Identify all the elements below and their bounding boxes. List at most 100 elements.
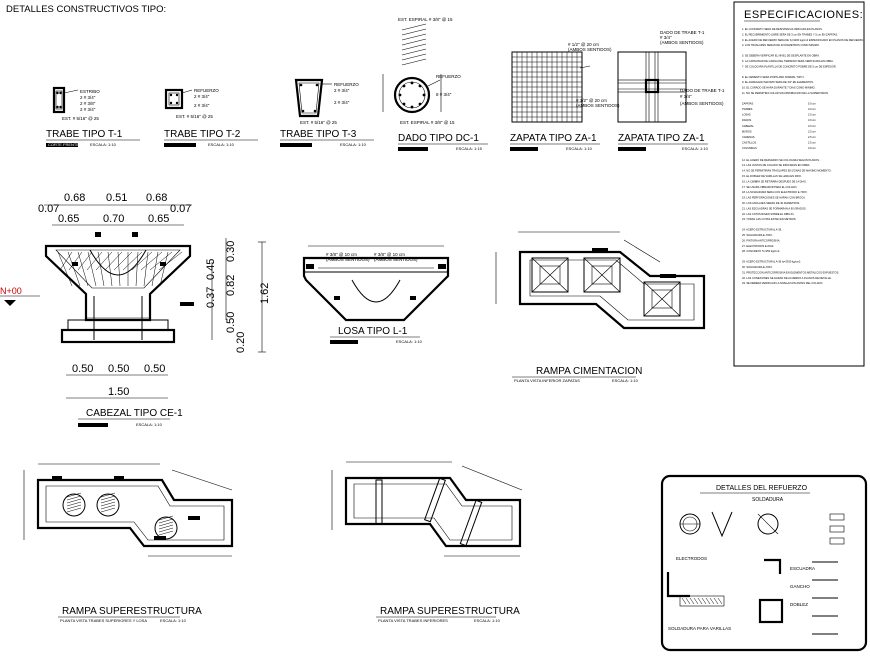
cab-dim-mid-3: 0.65	[148, 213, 169, 225]
hatch-line	[77, 251, 89, 287]
level-mark: N+00	[0, 286, 22, 296]
spec-table-label: DADOS	[742, 118, 751, 122]
hatch-line	[158, 518, 174, 524]
zapa-note-3: # 1/2" @ 20 cm	[576, 98, 607, 103]
spec-table-label: CASTILLOS	[742, 141, 757, 145]
t1-note-2: 2 # 3/4"	[80, 95, 96, 100]
dado-sub2: ESCALA: 1:15	[456, 146, 483, 151]
zapata-a-title: ZAPATA TIPO ZA-1	[510, 133, 597, 144]
rampa-cim-title: RAMPA CIMENTACION	[536, 366, 642, 377]
detail-trabe-t2: REFUERZO 2 # 3/4" 2 # 3/4" EST. # 5/16" …	[164, 88, 258, 147]
losa-note-1: # 3/8" @ 10 cm	[326, 252, 357, 257]
hatch-line	[113, 251, 133, 271]
hatch-line	[697, 597, 703, 605]
hatch-line	[87, 251, 97, 287]
spec-note: 15. EL DOBLEZ DE VARILLAS SE HARA EN FRI…	[742, 174, 802, 178]
hatch-line	[117, 251, 121, 287]
detail-zapata-za1-a: # 1/2" @ 20 cm (AMBOS SENTIDOS) # 1/2" @…	[510, 42, 620, 151]
spec-table-value: 3.0 cm	[808, 146, 816, 150]
refuerzo-label-3: ESCUADRA	[790, 566, 815, 571]
t2-note-2: 2 # 3/4"	[194, 94, 210, 99]
zapa-note-1: # 1/2" @ 20 cm	[568, 42, 599, 47]
hatch-line	[131, 251, 153, 271]
hatch-line	[681, 597, 687, 605]
hatch-line	[100, 501, 116, 507]
zapb-note-4: DADO DE TRABE T-1	[680, 88, 725, 93]
hatch-line	[140, 251, 163, 271]
hatch-line	[158, 521, 174, 527]
spec-note: 2. EL RECUBRIMIENTO LIBRE SERA DE 3 cm E…	[742, 32, 838, 36]
cab-dim-v6: 0.20	[235, 332, 247, 353]
rampa-cim-sub1: PLANTA VISTA INFERIOR ZAPATAS	[514, 378, 580, 383]
cab-dim-total: 1.50	[108, 386, 129, 398]
hatch-line	[104, 251, 123, 271]
cab-dim-mid-1: 0.65	[58, 213, 79, 225]
spec-note: 8. EL CEMENTO SERA PORTLAND NORMAL TIPO …	[742, 75, 805, 79]
spec-note: 26. PINTURA ANTICORROSIVA.	[742, 238, 780, 242]
spec-note: 17. SE USARA VIBRADOR PARA EL COLADO.	[742, 185, 797, 189]
hatch-line	[67, 251, 81, 287]
hatch-line	[158, 527, 174, 533]
hatch-line	[151, 251, 159, 287]
hatch-line	[97, 251, 105, 287]
spec-table-value: 3.0 cm	[808, 124, 816, 128]
spec-note: 24. ACERO ESTRUCTURAL A-36.	[742, 228, 782, 232]
hatch-line	[68, 251, 83, 271]
hatch-line	[158, 524, 174, 530]
t3-note-4: EST. # 5/16" @ 25	[300, 120, 337, 125]
hatch-line	[100, 507, 116, 513]
spec-note: 6. LA CAPACIDAD DE CARGA DEL TERRENO SER…	[742, 59, 834, 63]
cabezal-sub2: ESCALA: 1:10	[136, 422, 163, 427]
refuerzo-panel: DETALLES DEL REFUERZO SOLDADURA ELECTROD…	[660, 474, 868, 652]
spec-table-label: CADENAS	[742, 135, 755, 139]
spec-table-value: 2.5 cm	[808, 129, 816, 133]
cab-dim-v2: 0.30	[225, 241, 237, 262]
hatch-line	[66, 495, 82, 501]
refuerzo-title: DETALLES DEL REFUERZO	[716, 485, 808, 492]
zapa-note-4: (AMBOS SENTIDOS)	[576, 103, 620, 108]
spec-table-label: COLUMNAS	[742, 146, 757, 150]
spec-note: 3. EL ACERO DE REFUERZO SERA DE fy=4200 …	[742, 38, 864, 42]
spec-note: 1. EL CONCRETO SERA DE RESISTENCIA INDIC…	[742, 27, 823, 31]
cab-dim-edge-1: 0.07	[38, 203, 59, 215]
rampa-sup2-sub1: PLANTA VISTA TRABES INFERIORES	[378, 618, 448, 623]
cab-dim-bot-2: 0.50	[108, 363, 129, 375]
hatch-line	[57, 251, 73, 287]
zapb-note-6: (AMBOS SENTIDOS)	[680, 101, 724, 106]
spec-note: 29. ACERO ESTRUCTURAL A-36 fy=2530 kg/cm…	[742, 260, 801, 264]
specs-title: ESPECIFICACIONES:	[744, 9, 863, 21]
dado-title: DADO TIPO DC-1	[398, 133, 479, 144]
rampa-sup2-sub2: ESCALA: 1:10	[474, 618, 501, 623]
spec-table-value: 5.0 cm	[808, 101, 816, 105]
rampa-sup1-title: RAMPA SUPERESTRUCTURA	[62, 606, 202, 617]
cab-dim-bot-3: 0.50	[144, 363, 165, 375]
detail-losa-l1: 1.62 # 3/8" @ 10 cm (AMBOS SENTIDOS) # 3…	[258, 241, 450, 353]
dado-note-1: EST. ESPIRAL # 3/8" @ 15	[398, 17, 453, 22]
hatch-line	[158, 530, 174, 536]
hatch-line	[149, 251, 173, 271]
zapata-a-sub2: ESCALA: 1:10	[566, 146, 593, 151]
hatch-line	[705, 597, 711, 605]
spec-note: 18. LA SOLDADURA SERA CON ELECTRODO E-70…	[742, 190, 808, 194]
hatch-line	[713, 597, 719, 605]
t1-note-1: ESTRIBO	[80, 89, 100, 94]
detail-zapata-za1-b: DADO DE TRABE T-1 # 3/4" (AMBOS SENTIDOS…	[617, 30, 725, 151]
t2-note-4: EST. # 5/16" @ 25	[176, 114, 213, 119]
cab-dim-top-3: 0.68	[146, 192, 167, 204]
refuerzo-subtitle: SOLDADURA	[752, 497, 784, 503]
hatch-line	[107, 251, 113, 287]
spec-table-value: 2.5 cm	[808, 135, 816, 139]
t3-note-3: 2 # 3/4"	[334, 100, 350, 105]
refuerzo-label-4: GANCHO	[790, 584, 810, 589]
dado-note-4: EST. ESPIRAL # 3/8" @ 15	[400, 120, 455, 125]
losa-sub2: ESCALA: 1:10	[396, 339, 423, 344]
zapb-note-2: # 3/4"	[660, 35, 672, 40]
zapata-b-title: ZAPATA TIPO ZA-1	[618, 133, 705, 144]
spec-note: 5. SE DEBERA VERIFICAR EL NIVEL DE DESPL…	[742, 54, 820, 58]
zapb-note-5: # 3/4"	[680, 94, 692, 99]
cab-dim-mid-2: 0.70	[103, 213, 124, 225]
hatch-line	[100, 495, 116, 501]
t3-note-1: REFUERZO	[334, 82, 359, 87]
rampa-cim-sub2: ESCALA: 1:10	[612, 378, 639, 383]
zapb-note-3: (AMBOS SENTIDOS)	[660, 40, 704, 45]
